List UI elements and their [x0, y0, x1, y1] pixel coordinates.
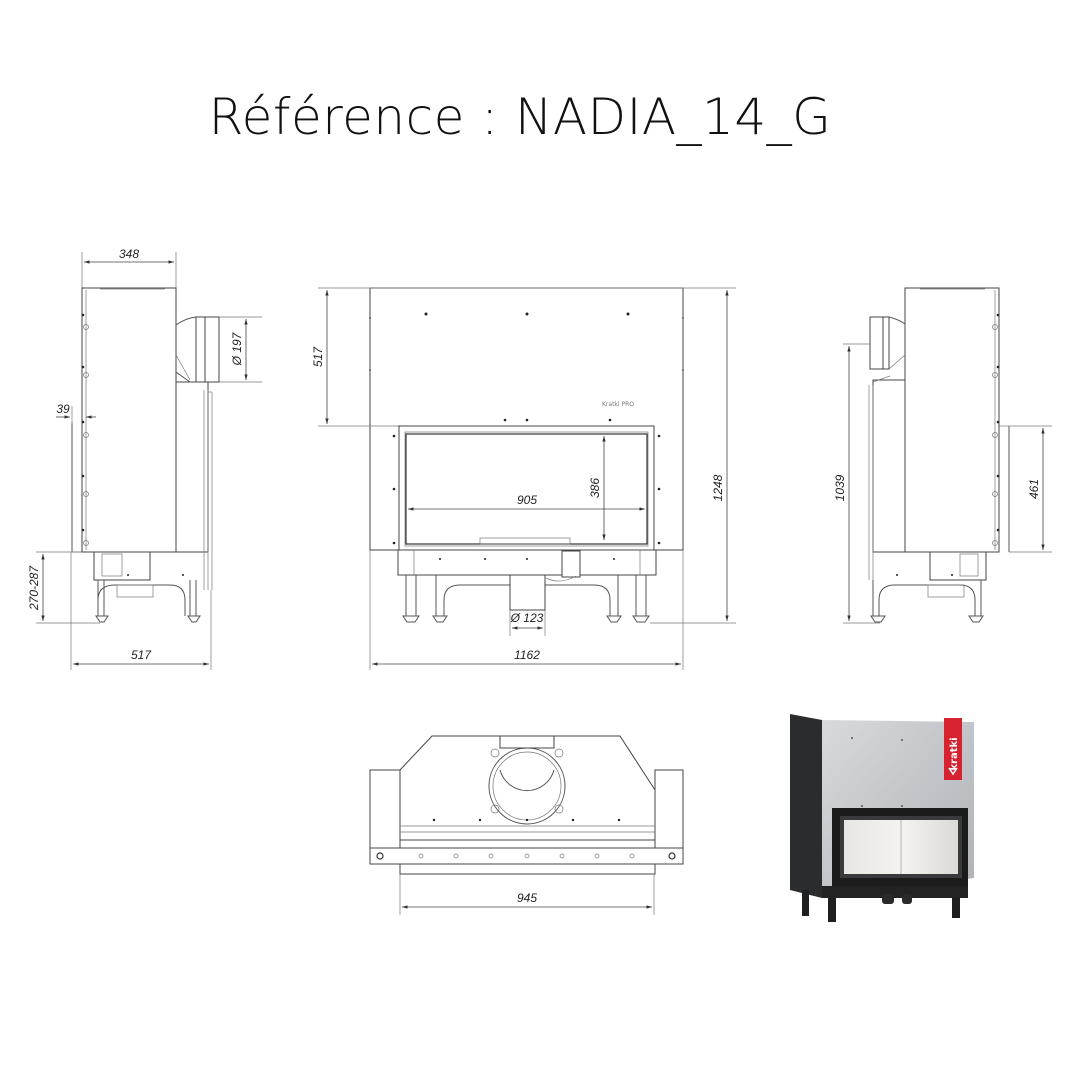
product-photo: kratki — [790, 714, 974, 922]
top-view: 945 — [369, 735, 684, 915]
dim-leg-height: 270-287 — [27, 565, 41, 611]
dim-door-height: 461 — [1027, 479, 1041, 499]
left-side-view: 348 Ø 197 39 — [27, 247, 262, 670]
dim-total-depth: 517 — [131, 648, 152, 662]
front-view: Kratki PRO 517 905 386 — [311, 287, 736, 670]
kratki-brand-label: kratki — [944, 718, 962, 780]
right-side-view: 1039 461 — [833, 287, 1052, 624]
kratki-pro-logo: Kratki PRO — [602, 401, 634, 408]
svg-text:kratki: kratki — [949, 737, 960, 770]
dim-air-inlet: Ø 123 — [510, 611, 544, 625]
dim-depth-top: 348 — [119, 247, 139, 261]
dim-flue-diameter: Ø 197 — [230, 331, 244, 366]
reference-title: Référence : NADIA_14_G — [208, 88, 832, 146]
dim-total-height: 1248 — [711, 474, 725, 501]
dim-glass-width: 905 — [517, 493, 537, 507]
dim-flue-axis-height: 1039 — [833, 474, 847, 501]
dim-total-width: 1162 — [514, 648, 540, 662]
svg-text:Kratki PRO: Kratki PRO — [602, 401, 634, 408]
dim-top-width: 945 — [517, 891, 537, 905]
dim-offset: 39 — [56, 402, 70, 416]
dim-upper-height: 517 — [311, 346, 325, 367]
dim-glass-height: 386 — [588, 478, 602, 498]
